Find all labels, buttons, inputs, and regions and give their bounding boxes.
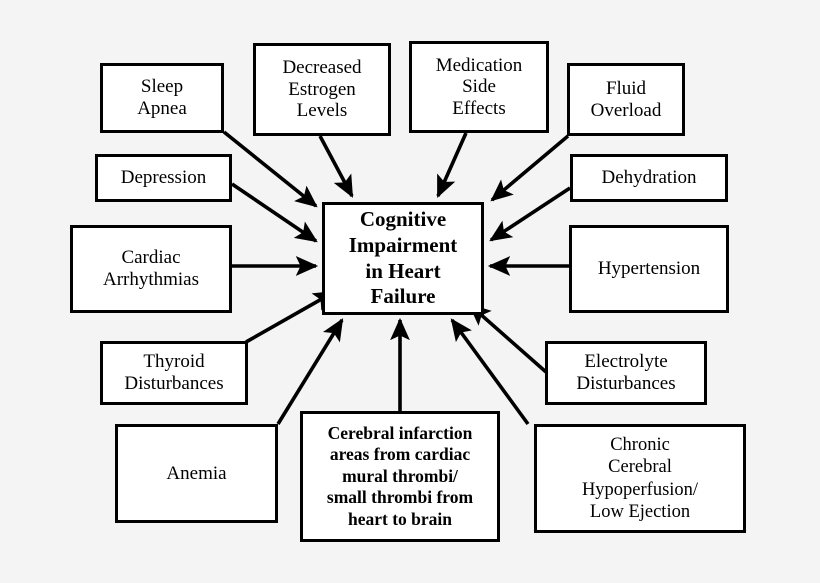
node-label: Sleep Apnea [137,76,187,119]
node-cerebral-infarction[interactable]: Cerebral infarction areas from cardiac m… [300,411,500,542]
node-label: Fluid Overload [590,77,662,121]
node-cardiac-arrhythmias[interactable]: Cardiac Arrhythmias [70,225,232,313]
node-label: Hypertension [597,258,701,280]
node-label: Electrolyte Disturbances [576,351,676,394]
edge-anemia [276,318,344,425]
node-electrolyte-disturbances[interactable]: Electrolyte Disturbances [545,341,707,405]
node-label: Thyroid Disturbances [124,351,224,394]
node-medication-side-effects[interactable]: Medication Side Effects [409,41,549,133]
node-label: Cerebral infarction areas from cardiac m… [326,423,474,529]
node-hypertension[interactable]: Hypertension [569,225,729,313]
node-fluid-overload[interactable]: Fluid Overload [567,63,685,136]
node-label: Chronic Cerebral Hypoperfusion/ Low Ejec… [581,435,699,522]
node-label: Anemia [166,462,227,484]
node-decreased-estrogen-levels[interactable]: Decreased Estrogen Levels [253,43,391,136]
edge-depression [230,182,318,243]
node-depression[interactable]: Depression [95,154,232,202]
node-label: Cardiac Arrhythmias [102,247,200,290]
node-anemia[interactable]: Anemia [115,424,278,523]
edge-medication-side-effects [436,132,468,198]
node-label: Depression [120,167,207,189]
node-dehydration[interactable]: Dehydration [570,154,728,202]
node-cognitive-impairment-in-heart-failure[interactable]: Cognitive Impairment in Heart Failure [322,202,484,315]
node-thyroid-disturbances[interactable]: Thyroid Disturbances [100,341,248,405]
node-label: Cognitive Impairment in Heart Failure [348,207,458,309]
edge-sleep-apnea [222,130,318,208]
edge-chronic-cerebral-hypoperfusion [450,318,530,426]
edge-electrolyte-disturbances [468,303,548,374]
node-label: Medication Side Effects [435,54,523,119]
edge-decreased-estrogen-levels [318,135,354,198]
node-sleep-apnea[interactable]: Sleep Apnea [100,63,224,133]
node-label: Decreased Estrogen Levels [282,57,362,122]
node-chronic-cerebral-hypoperfusion[interactable]: Chronic Cerebral Hypoperfusion/ Low Ejec… [534,424,746,533]
edge-fluid-overload [490,134,570,202]
edge-thyroid-disturbances [245,290,336,344]
node-label: Dehydration [601,167,697,189]
edge-dehydration [489,186,571,242]
